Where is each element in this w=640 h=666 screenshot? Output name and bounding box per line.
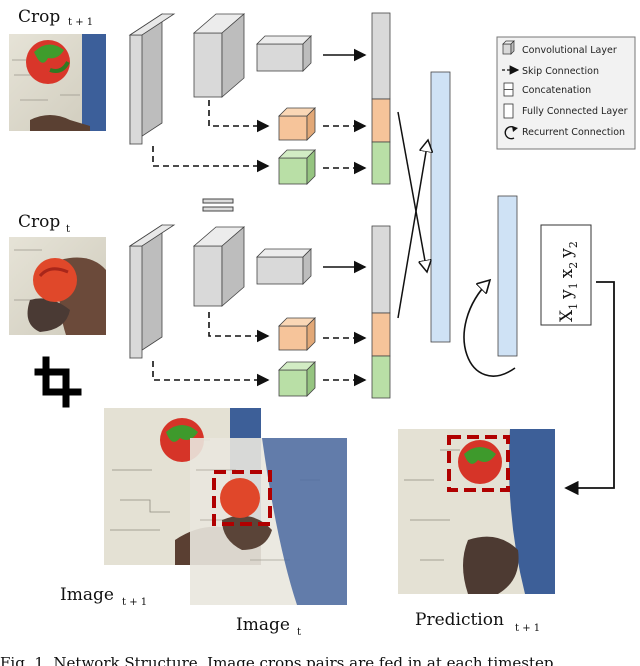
output-box: X1y1x2y2 (540, 224, 592, 326)
output-y1-sub: 1 (567, 282, 580, 289)
output-x2: x (557, 268, 577, 278)
legend-recurrent-label: Recurrent Connection (522, 127, 625, 138)
legend: Convolutional Layer Skip Connection Conc… (496, 36, 636, 150)
prediction-image (398, 429, 555, 594)
skip-arrow-top-orange (208, 100, 270, 133)
legend-fc-icon (503, 103, 514, 119)
arrow-bottom-concat-to-fc (397, 140, 428, 319)
output-y2-sub: 2 (567, 241, 580, 248)
legend-conv-label: Convolutional Layer (522, 45, 617, 56)
output-x1-sub: 1 (567, 303, 580, 310)
conv-layer-bottom-3 (256, 248, 312, 285)
crop-t1-image (9, 34, 106, 131)
prediction-subscript: t + 1 (515, 623, 540, 634)
legend-conv-icon (502, 40, 515, 55)
crop-t1-subscript: t + 1 (68, 17, 93, 28)
svg-text:X1y1x2y2: X1y1x2y2 (557, 241, 580, 322)
crop-icon (34, 356, 82, 408)
skip-arrow-top-green (152, 146, 270, 173)
concat-column-top (371, 12, 391, 185)
fc-layer-1 (430, 71, 451, 343)
output-y1: y (557, 289, 577, 300)
image-t-bbox (212, 470, 272, 526)
figure-caption: Fig. 1. Network Structure. Image crops p… (0, 654, 553, 666)
output-x2-sub: 2 (567, 262, 580, 269)
image-t-subscript: t (297, 627, 301, 638)
crop-t-label: Crop (18, 212, 60, 232)
skip-box-green-bottom (278, 361, 316, 397)
output-x1: X (557, 309, 577, 322)
crop-t-subscript: t (66, 224, 70, 235)
prediction-bbox (447, 435, 510, 492)
image-t1-subscript: t + 1 (122, 597, 147, 608)
conv-layer-bottom-2 (192, 226, 246, 307)
image-t1-label: Image (60, 585, 114, 605)
skip-box-orange-bottom (278, 317, 316, 351)
concat-column-bottom (371, 225, 391, 399)
skip-arrow-bottom-green (152, 361, 270, 387)
skip-box-orange-top (278, 107, 316, 141)
arrow-output-to-prediction (564, 281, 615, 496)
legend-concat-icon (503, 82, 514, 97)
crop-t1-label: Crop (18, 7, 60, 27)
legend-skip-label: Skip Connection (522, 66, 599, 77)
image-t (190, 438, 347, 605)
conv-layer-bottom-1 (128, 224, 176, 359)
conv-layer-top-2 (192, 13, 246, 98)
crop-t-image (9, 237, 106, 335)
weight-sharing-equals (202, 198, 234, 212)
image-t-label: Image (236, 615, 290, 635)
recurrent-connection-arrow (463, 280, 516, 377)
legend-concat-label: Concatenation (522, 85, 591, 96)
output-y2: y (557, 248, 577, 259)
fc-layer-2 (497, 195, 518, 357)
prediction-label: Prediction (415, 610, 504, 630)
legend-fc-label: Fully Connected Layer (522, 106, 628, 117)
conv-layer-top-3 (256, 35, 312, 72)
arrow-top-concat-to-fc (397, 111, 427, 272)
skip-arrow-bottom-orange (208, 312, 270, 343)
skip-box-green-top (278, 149, 316, 185)
conv-layer-top-1 (128, 13, 176, 145)
